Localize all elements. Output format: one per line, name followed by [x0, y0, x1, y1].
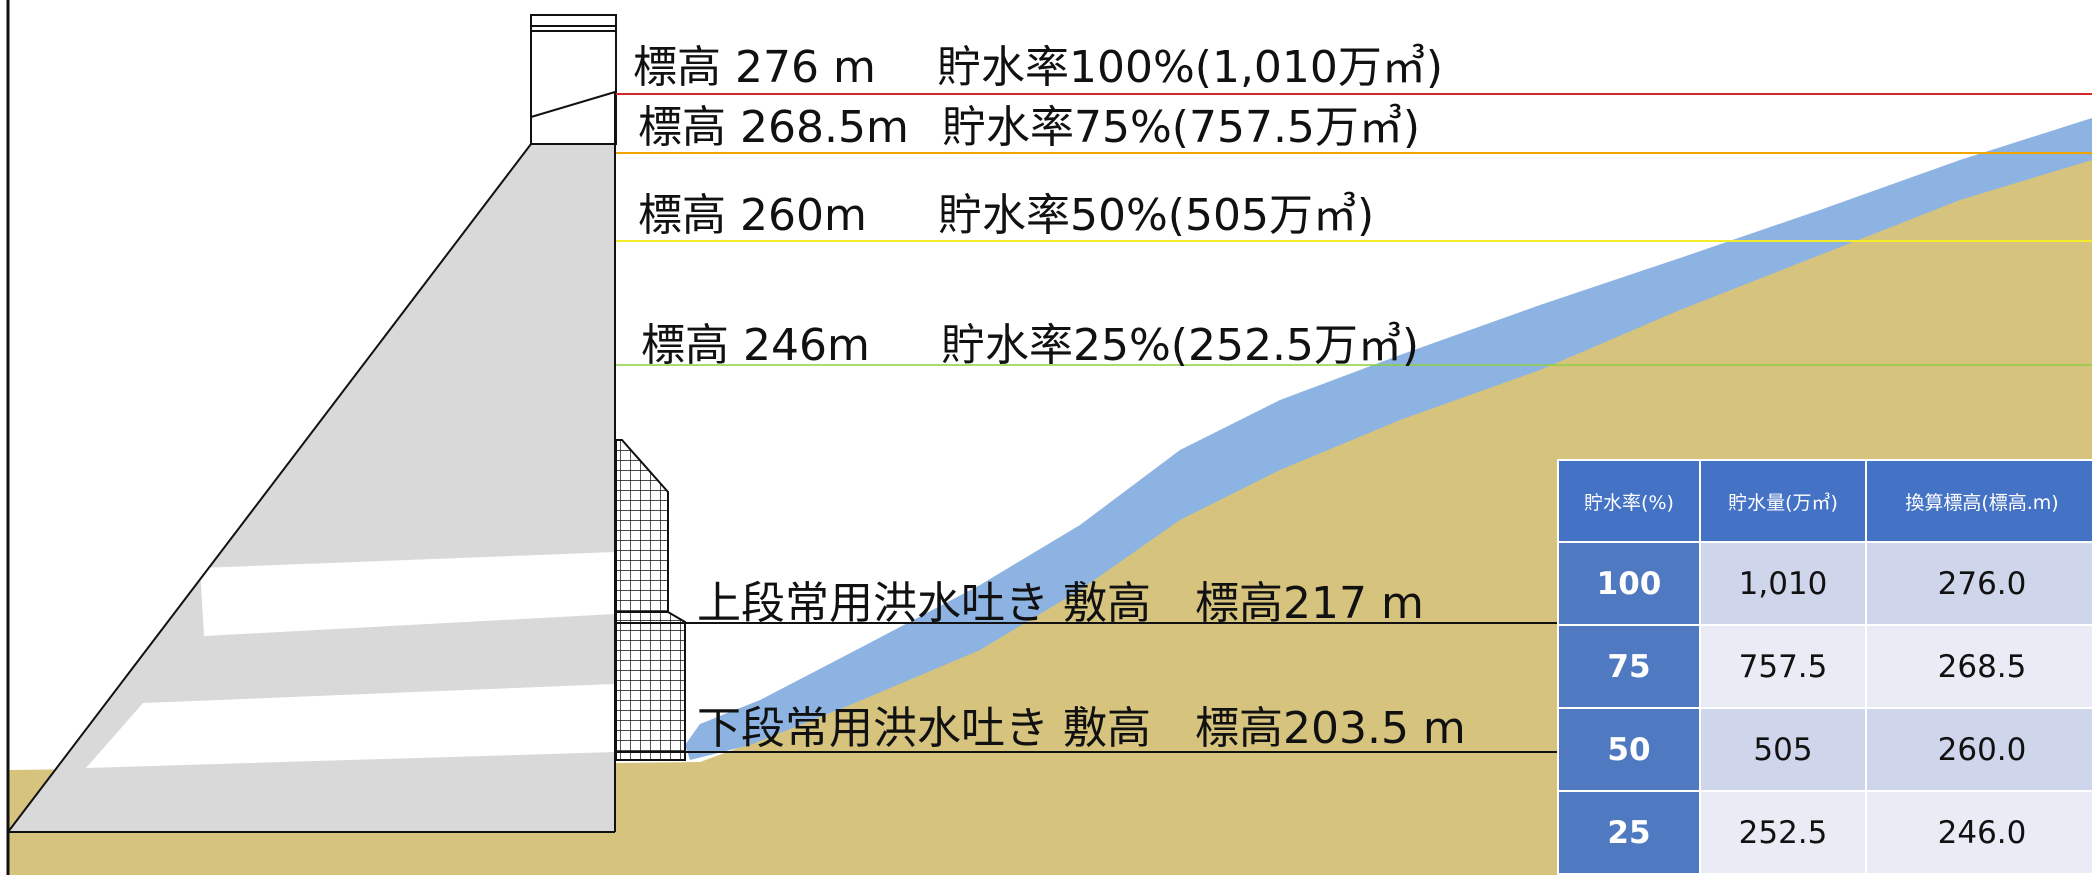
- cell-storage-rate: 50: [1557, 707, 1701, 792]
- dam-body: [8, 92, 615, 832]
- spillway-lower-gate: [615, 611, 686, 761]
- gallery-band-lower: [86, 684, 615, 768]
- table-row: 25 252.5 246.0: [1557, 790, 2092, 875]
- spillway-upper-label: 上段常用洪水吐き 敷高 標高217 m: [697, 578, 1424, 629]
- spillway-upper-gate: [615, 439, 669, 613]
- level-elevation-75: 標高 268.5m: [638, 102, 909, 153]
- spillway-lower-label: 下段常用洪水吐き 敷高 標高203.5 m: [697, 703, 1466, 754]
- cell-converted-elevation: 268.5: [1865, 624, 2092, 709]
- cell-storage-rate: 100: [1557, 541, 1701, 626]
- cell-converted-elevation: 246.0: [1865, 790, 2092, 875]
- dam-crest: [530, 14, 617, 145]
- reservoir-water: [685, 118, 2092, 760]
- level-rate-50: 貯水率50%(505万㎥): [938, 190, 1375, 241]
- header-converted-elevation: 換算標高(標高.m): [1865, 459, 2092, 543]
- level-elevation-50: 標高 260m: [638, 190, 867, 241]
- level-rate-100: 貯水率100%(1,010万㎥): [937, 42, 1444, 93]
- level-rate-75: 貯水率75%(757.5万㎥): [942, 102, 1421, 153]
- cell-converted-elevation: 260.0: [1865, 707, 2092, 792]
- table-row: 75 757.5 268.5: [1557, 624, 2092, 709]
- level-elevation-100: 標高 276 m: [633, 42, 876, 93]
- level-label-100: 標高 276 m 貯水率100%(1,010万㎥): [633, 42, 1443, 94]
- cell-converted-elevation: 276.0: [1865, 541, 2092, 626]
- cell-storage-volume: 1,010: [1699, 541, 1867, 626]
- cell-storage-rate: 25: [1557, 790, 1701, 875]
- header-storage-volume: 貯水量(万㎥): [1699, 459, 1867, 543]
- cell-storage-volume: 252.5: [1699, 790, 1867, 875]
- level-rate-25: 貯水率25%(252.5万㎥): [941, 320, 1420, 371]
- cell-storage-rate: 75: [1557, 624, 1701, 709]
- dam-outline: [7, 90, 616, 833]
- header-storage-rate: 貯水率(%): [1557, 459, 1701, 543]
- cell-storage-volume: 757.5: [1699, 624, 1867, 709]
- level-label-75: 標高 268.5m 貯水率75%(757.5万㎥): [638, 102, 1420, 154]
- table-header-row: 貯水率(%) 貯水量(万㎥) 換算標高(標高.m): [1557, 459, 2092, 543]
- storage-rate-table: 貯水率(%) 貯水量(万㎥) 換算標高(標高.m) 100 1,010 276.…: [1557, 459, 2092, 875]
- table-row: 100 1,010 276.0: [1557, 541, 2092, 626]
- level-elevation-25: 標高 246m: [641, 320, 870, 371]
- gallery-band-upper: [200, 552, 615, 636]
- level-label-25: 標高 246m 貯水率25%(252.5万㎥): [641, 320, 1419, 372]
- cell-storage-volume: 505: [1699, 707, 1867, 792]
- level-label-50: 標高 260m 貯水率50%(505万㎥): [638, 190, 1374, 242]
- table-row: 50 505 260.0: [1557, 707, 2092, 792]
